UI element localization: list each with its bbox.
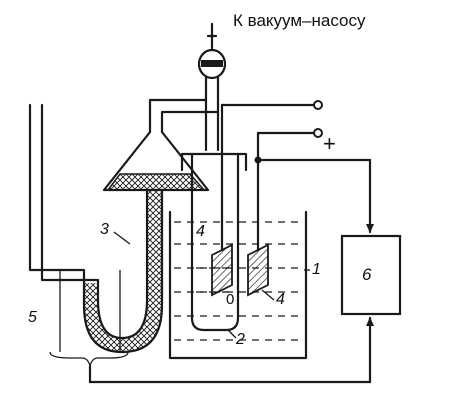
label-inner-vessel: 2 <box>235 331 245 348</box>
leader-lines <box>113 231 310 339</box>
label-electrode-right: 4 <box>276 291 285 308</box>
label-manometer: 3 <box>100 221 109 238</box>
manometer-bulb-fill <box>106 173 206 191</box>
electrode-wires <box>220 100 374 252</box>
feedback-line <box>88 316 374 384</box>
cell-lid <box>180 152 248 172</box>
manometer-u-tube <box>28 103 164 354</box>
label-zero-mark: 0 <box>226 291 234 308</box>
pump-label: К вакуум–насосу <box>233 11 366 30</box>
label-bath: 1 <box>312 261 321 278</box>
vacuum-line <box>148 76 220 152</box>
electrode-left <box>211 243 233 297</box>
label-scale: 5 <box>28 309 37 326</box>
plus-label: + <box>323 131 336 156</box>
control-unit-box <box>340 234 402 316</box>
electrode-right <box>247 243 269 297</box>
stopcock-valve <box>197 22 227 80</box>
label-electrode-left: 4 <box>196 223 205 240</box>
label-control-unit: 6 <box>362 265 372 284</box>
